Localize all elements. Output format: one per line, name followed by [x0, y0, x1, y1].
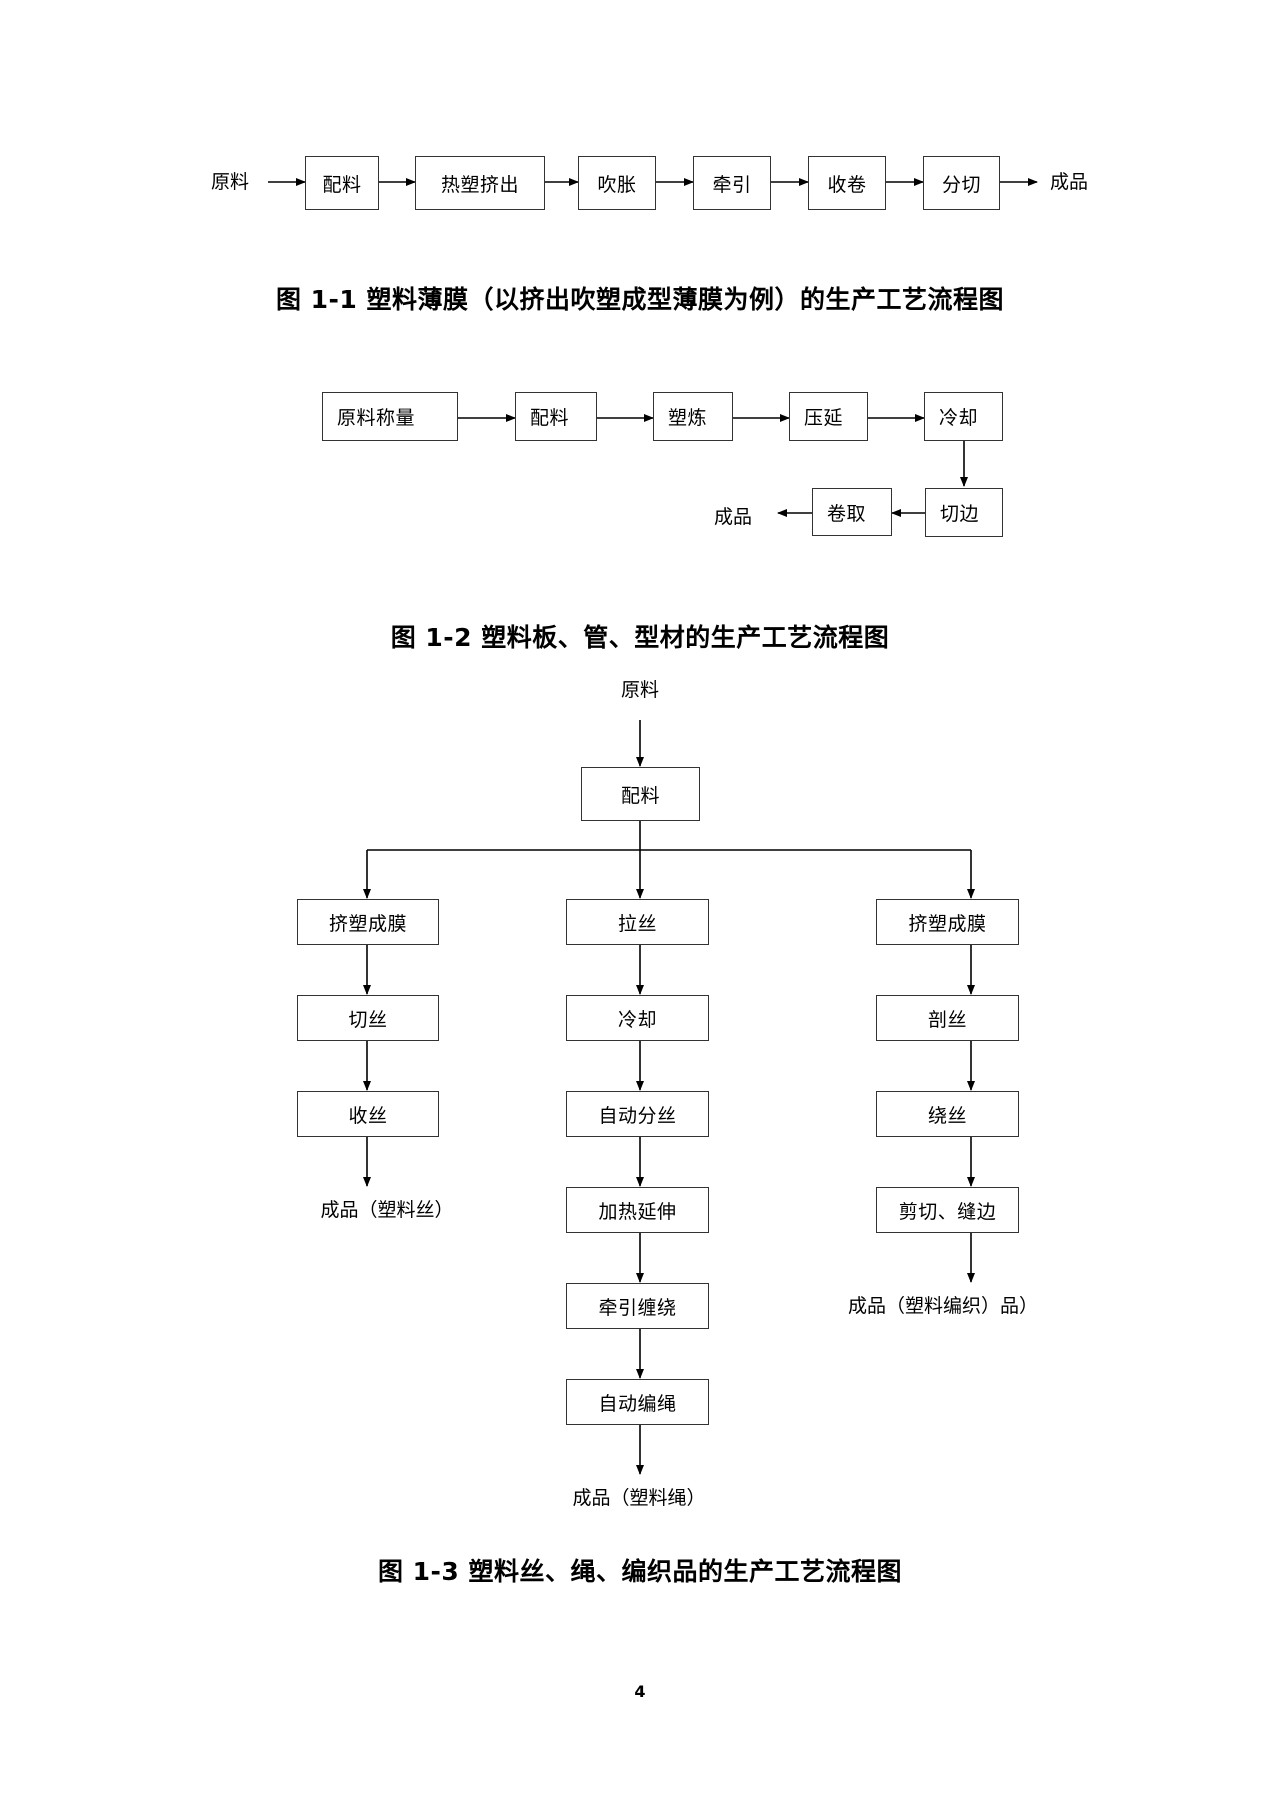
f3-mid-output: 成品（塑料绳） — [572, 1487, 706, 1509]
f2-step-mix: 配料 — [515, 392, 597, 441]
f3-mid-step-3: 自动分丝 — [566, 1091, 709, 1137]
f2-step-trim: 切边 — [925, 488, 1003, 537]
f3-right-output: 成品（塑料编织）品） — [847, 1295, 1039, 1317]
f2-step-cool: 冷却 — [924, 392, 1003, 441]
f2-step-plasticize: 塑炼 — [653, 392, 733, 441]
f3-mid-step-6: 自动编绳 — [566, 1379, 709, 1425]
f2-caption: 图 1-2 塑料板、管、型材的生产工艺流程图 — [390, 623, 890, 652]
f3-input-label: 原料 — [620, 679, 660, 701]
f3-right-step-1: 挤塑成膜 — [876, 899, 1019, 945]
f3-mid-step-4: 加热延伸 — [566, 1187, 709, 1233]
f3-left-step-1: 挤塑成膜 — [297, 899, 439, 945]
f1-step-blow: 吹胀 — [578, 156, 656, 210]
f3-mid-step-2: 冷却 — [566, 995, 709, 1041]
f1-step-haul: 牵引 — [693, 156, 771, 210]
f3-mid-step-5: 牵引缠绕 — [566, 1283, 709, 1329]
f3-mid-step-1: 拉丝 — [566, 899, 709, 945]
f3-step-mix: 配料 — [581, 767, 700, 821]
f3-left-step-2: 切丝 — [297, 995, 439, 1041]
f2-step-calender: 压延 — [789, 392, 868, 441]
f3-left-step-3: 收丝 — [297, 1091, 439, 1137]
page-number: 4 — [634, 1682, 646, 1701]
f1-caption: 图 1-1 塑料薄膜（以挤出吹塑成型薄膜为例）的生产工艺流程图 — [275, 285, 1005, 314]
f2-step-weigh: 原料称量 — [322, 392, 458, 441]
f2-output-label: 成品 — [714, 506, 753, 528]
f2-step-reel: 卷取 — [812, 488, 892, 536]
f1-input-label: 原料 — [211, 171, 250, 193]
f3-caption: 图 1-3 塑料丝、绳、编织品的生产工艺流程图 — [377, 1557, 903, 1586]
f3-right-step-3: 绕丝 — [876, 1091, 1019, 1137]
f3-left-output: 成品（塑料丝） — [320, 1199, 454, 1221]
f3-right-step-2: 剖丝 — [876, 995, 1019, 1041]
f1-step-wind: 收卷 — [808, 156, 886, 210]
f1-step-extrude: 热塑挤出 — [415, 156, 545, 210]
f3-right-step-4: 剪切、缝边 — [876, 1187, 1019, 1233]
f1-output-label: 成品 — [1050, 171, 1089, 193]
f1-step-slit: 分切 — [923, 156, 1000, 210]
f1-step-mix: 配料 — [305, 156, 379, 210]
